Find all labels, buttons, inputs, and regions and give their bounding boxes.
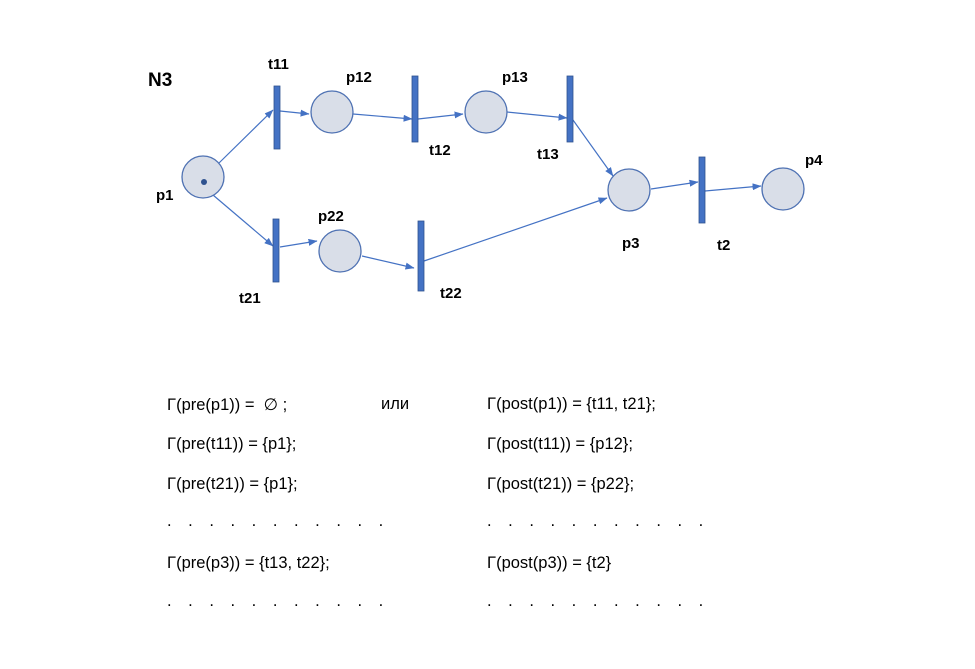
- formula-right-5: Γ(post(p3)) = {t2}: [487, 554, 612, 572]
- place-p4: [761, 167, 805, 211]
- transition-t11: [273, 85, 281, 150]
- place-p13: [464, 90, 508, 134]
- label-t2: t2: [717, 237, 730, 254]
- label-t22: t22: [440, 285, 462, 302]
- label-t13: t13: [537, 146, 559, 163]
- arc-t2-p4: [704, 183, 762, 192]
- transition-t12: [411, 75, 419, 143]
- arcs-group: [212, 109, 762, 270]
- place-p1: [181, 155, 225, 199]
- arc-p12-t12: [352, 113, 413, 122]
- arc-p22-t22: [361, 255, 415, 270]
- formula-right-1: Γ(post(p1)) = {t11, t21};: [487, 395, 656, 413]
- arc-t22-p3: [423, 197, 608, 262]
- place-p12: [310, 90, 354, 134]
- formula-left-ellipsis-1: . . . . . . . . . . .: [167, 512, 390, 530]
- formula-right-2: Γ(post(t11)) = {p12};: [487, 435, 633, 453]
- place-p22: [318, 229, 362, 273]
- label-p12: p12: [346, 69, 372, 86]
- formula-left-ellipsis-2: . . . . . . . . . . .: [167, 592, 390, 610]
- arc-t21-p22: [279, 238, 318, 248]
- arc-p13-t13: [506, 111, 568, 121]
- arc-p1-t21: [212, 194, 274, 247]
- formula-right-ellipsis-1: . . . . . . . . . . .: [487, 512, 710, 530]
- arc-t11-p12: [279, 109, 310, 117]
- label-p13: p13: [502, 69, 528, 86]
- arc-p1-t11: [218, 109, 274, 164]
- formula-left-1: Γ(pre(p1)) = ∅ ;: [167, 396, 288, 414]
- label-p22: p22: [318, 208, 344, 225]
- label-p3: p3: [622, 235, 640, 252]
- formula-left-3: Γ(pre(t21)) = {p1};: [167, 475, 298, 493]
- transition-t2: [698, 156, 706, 224]
- label-t21: t21: [239, 290, 261, 307]
- label-t12: t12: [429, 142, 451, 159]
- transition-t22: [417, 220, 425, 292]
- net-title: N3: [148, 70, 172, 91]
- formula-right-ellipsis-2: . . . . . . . . . . .: [487, 592, 710, 610]
- arc-t12-p13: [417, 111, 464, 120]
- arc-p3-t2: [650, 179, 699, 190]
- formula-left-2: Γ(pre(t11)) = {p1};: [167, 435, 297, 453]
- formula-connector: или: [381, 395, 410, 413]
- formula-right-3: Γ(post(t21)) = {p22};: [487, 475, 635, 493]
- label-t11: t11: [268, 56, 289, 73]
- arc-t13-p3: [572, 119, 614, 177]
- label-p4: p4: [805, 152, 823, 169]
- transition-t13: [566, 75, 574, 143]
- label-p1: p1: [156, 187, 174, 204]
- transition-t21: [272, 218, 280, 283]
- formula-left-5: Γ(pre(p3)) = {t13, t22};: [167, 554, 330, 572]
- place-p3: [607, 168, 651, 212]
- token-p1: [201, 179, 207, 185]
